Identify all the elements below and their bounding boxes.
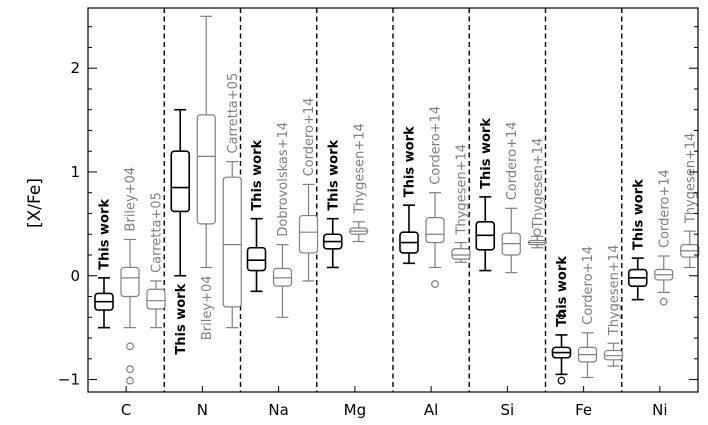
- box-ni-2: [680, 230, 700, 269]
- outlier-point: [659, 297, 668, 306]
- box-mg-0: [322, 217, 343, 269]
- box-label: This work: [555, 256, 570, 327]
- outlier-point: [126, 365, 134, 374]
- iqr-box: [170, 150, 191, 213]
- x-tick-label: Al: [424, 401, 438, 419]
- box-label: Thygesen+14: [683, 133, 698, 225]
- x-tick-label: Na: [268, 401, 288, 419]
- outlier-point: [126, 342, 134, 351]
- box-label: Thygesen+14: [352, 123, 367, 215]
- y-axis: −1 0 1 2: [58, 26, 698, 389]
- iqr-box: [222, 176, 242, 308]
- box-al-1: [425, 192, 445, 288]
- box-label: Thygesen+14: [531, 138, 546, 230]
- x-tick-label: Fe: [575, 401, 592, 419]
- box-na-0: [246, 217, 267, 293]
- y-tick-label: −1: [58, 371, 80, 389]
- box-fe-2: [603, 342, 624, 367]
- outlier-point: [557, 311, 566, 320]
- outlier-point: [533, 228, 542, 237]
- box-si-0: [475, 196, 496, 272]
- y-tick-label: 2: [70, 59, 80, 77]
- y-axis-label: [X/Fe]: [25, 178, 45, 228]
- box-label: This work: [403, 126, 418, 197]
- box-label: This work: [174, 283, 189, 354]
- box-label: This work: [98, 199, 113, 270]
- outlier-point: [431, 280, 439, 288]
- box-label: Thygesen+14: [455, 144, 470, 236]
- box-label: Dobrovolskas+14: [276, 122, 291, 237]
- box-mg-1: [349, 221, 369, 243]
- box-al-0: [399, 204, 419, 265]
- box-label: Cordero+14: [505, 121, 520, 200]
- iqr-box: [120, 266, 140, 298]
- box-label: Cordero+14: [657, 169, 672, 248]
- plot-frame: [87, 7, 699, 393]
- iqr-box: [146, 288, 166, 310]
- box-label: This work: [479, 118, 494, 189]
- box-ni-0: [627, 257, 648, 301]
- box-label: Cordero+14: [581, 246, 596, 325]
- box-plot-series: [94, 15, 700, 385]
- box-ni-1: [654, 255, 674, 306]
- box-fe-1: [577, 332, 598, 379]
- box-label: Carretta+05: [226, 73, 241, 154]
- box-na-2: [298, 183, 319, 282]
- outlier-point: [126, 376, 134, 385]
- box-label: Cordero+14: [429, 106, 444, 185]
- box-si-1: [501, 207, 521, 274]
- box-c-1: [120, 238, 140, 385]
- y-tick-label: 0: [70, 267, 80, 285]
- box-label: This work: [326, 139, 341, 210]
- outlier-point: [557, 376, 566, 385]
- x-tick-label: N: [197, 401, 208, 419]
- box-label: Carretta+05: [150, 192, 165, 273]
- x-tick-label: C: [121, 401, 131, 419]
- iqr-box: [196, 114, 216, 225]
- box-al-2: [451, 241, 471, 263]
- x-tick-label: Ni: [652, 401, 667, 419]
- box-label: Briley+04: [124, 167, 139, 232]
- box-label: Thygesen+14: [607, 245, 622, 337]
- box-c-0: [94, 277, 114, 329]
- box-label: Briley+04: [200, 275, 215, 340]
- box-fe-0: [551, 311, 572, 385]
- iqr-box: [298, 214, 319, 254]
- box-label: This work: [250, 139, 265, 210]
- x-tick-label: Mg: [344, 401, 366, 419]
- y-tick-label: 1: [70, 163, 80, 181]
- box-na-1: [272, 244, 293, 318]
- x-tick-label: Si: [501, 401, 515, 419]
- iqr-box: [246, 246, 267, 272]
- box-si-2: [527, 228, 547, 249]
- iqr-box: [451, 248, 471, 260]
- box-label: This work: [631, 179, 646, 250]
- iqr-box: [425, 217, 445, 244]
- box-n-0: [170, 108, 191, 277]
- box-label: Cordero+14: [302, 98, 317, 177]
- box-n-1: [196, 15, 216, 269]
- x-axis: C N Na Mg Al Si Fe Ni: [121, 386, 668, 419]
- box-n-2: [222, 161, 242, 329]
- box-c-2: [146, 280, 166, 329]
